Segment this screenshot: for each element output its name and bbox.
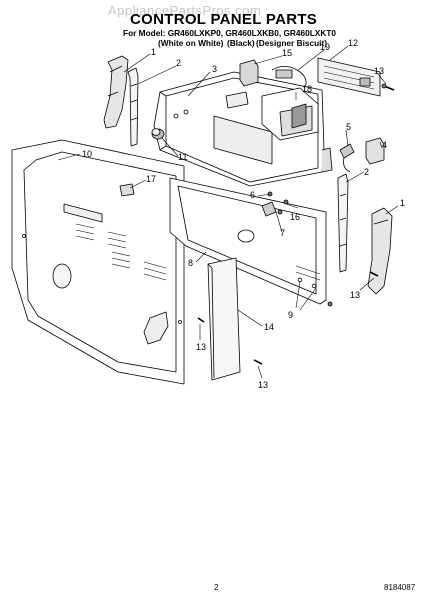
part-end-cap-right bbox=[367, 207, 393, 295]
part-screw-13-top bbox=[381, 83, 395, 91]
callout-16: 16 bbox=[290, 212, 300, 222]
callout-9: 9 bbox=[288, 310, 293, 320]
part-end-cap-left bbox=[103, 55, 129, 129]
part-rear-panel-10 bbox=[11, 139, 185, 385]
part-switch-block-4 bbox=[365, 137, 385, 165]
callout-labels: 1 2 3 15 12 19 13 18 4 5 11 10 17 6 2 1 … bbox=[82, 38, 405, 390]
callout-2-left: 2 bbox=[176, 58, 181, 68]
variant-biscuit: (Designer Biscuit) bbox=[256, 38, 327, 48]
watermark: AppliancePartsPros.com bbox=[108, 3, 262, 18]
diagram-title: CONTROL PANEL PARTS bbox=[130, 11, 318, 28]
document-number: 8184087 bbox=[384, 583, 416, 592]
part-clip-17 bbox=[119, 183, 135, 197]
callout-14: 14 bbox=[264, 322, 274, 332]
callout-7: 7 bbox=[280, 228, 285, 238]
callout-1-right: 1 bbox=[400, 198, 405, 208]
callout-12: 12 bbox=[348, 38, 358, 48]
part-bracket-18 bbox=[261, 87, 319, 141]
variant-black: (Black) bbox=[227, 38, 255, 48]
callout-1-left: 1 bbox=[151, 47, 156, 57]
callout-13-mid: 13 bbox=[196, 342, 206, 352]
callout-4: 4 bbox=[382, 140, 387, 150]
page-number: 2 bbox=[214, 583, 219, 592]
part-side-bracket-right bbox=[337, 173, 349, 273]
part-side-bracket-left bbox=[127, 67, 139, 147]
callout-10: 10 bbox=[82, 149, 92, 159]
part-connector-15 bbox=[239, 59, 259, 87]
callout-3: 3 bbox=[212, 64, 217, 74]
part-wire-harness-19 bbox=[271, 66, 307, 89]
variant-white: (White on White) bbox=[158, 38, 224, 48]
callout-15: 15 bbox=[282, 48, 292, 58]
callout-13-right: 13 bbox=[350, 290, 360, 300]
callout-5: 5 bbox=[346, 122, 351, 132]
part-control-board-12 bbox=[317, 57, 381, 97]
leader-lines bbox=[57, 45, 399, 379]
part-sensor-5 bbox=[339, 143, 355, 173]
part-heat-shield-14 bbox=[207, 257, 241, 381]
callout-13-bottom: 13 bbox=[258, 380, 268, 390]
callout-6: 6 bbox=[250, 190, 255, 200]
callout-8: 8 bbox=[188, 258, 193, 268]
model-line: For Model: GR460LXKP0, GR460LXKB0, GR460… bbox=[123, 28, 337, 38]
callout-2-right: 2 bbox=[364, 167, 369, 177]
callout-13-top: 13 bbox=[374, 66, 384, 76]
callout-19: 19 bbox=[320, 42, 330, 52]
callout-11: 11 bbox=[178, 152, 187, 162]
part-knob-11 bbox=[151, 128, 165, 140]
callout-18: 18 bbox=[302, 84, 312, 94]
part-screws-13 bbox=[197, 271, 379, 365]
part-manifold-panel-8 bbox=[169, 177, 327, 305]
callout-17: 17 bbox=[146, 174, 156, 184]
